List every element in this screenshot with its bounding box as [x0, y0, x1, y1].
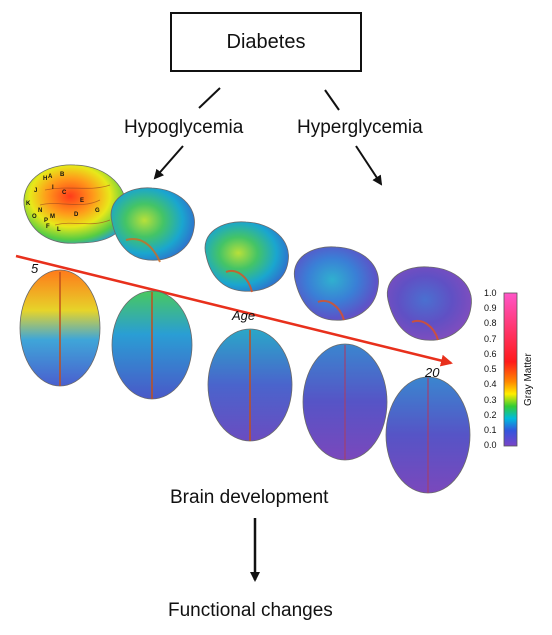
lateral-brain-age-20: [386, 266, 472, 341]
lateral-brain-2: [110, 187, 195, 263]
brain-region-letters: A B H I C J K N E M D G O P F L: [26, 172, 100, 233]
region-letter-i: I: [52, 185, 54, 191]
region-letter-e: E: [80, 198, 84, 204]
age-end-label: 20: [425, 365, 440, 380]
gray-matter-colorbar: [503, 292, 518, 447]
colorbar-tick: 0.1: [484, 425, 497, 435]
age-arrow: [15, 254, 453, 367]
colorbar-tick: 0.0: [484, 440, 497, 450]
brain-development-label: Brain development: [170, 487, 329, 508]
top-brain-age-20: [385, 376, 471, 494]
age-axis-label: Age: [232, 308, 256, 323]
colorbar-tick: 0.8: [484, 318, 497, 328]
lateral-brain-age-5: [23, 164, 127, 244]
colorbar-tick: 0.5: [484, 364, 497, 374]
region-letter-f: F: [46, 224, 50, 230]
region-letter-k: K: [26, 201, 31, 207]
top-brain-2: [111, 290, 193, 400]
colorbar-tick: 0.9: [484, 303, 497, 313]
diabetes-hypo-connector: [198, 87, 221, 109]
colorbar-tick: 1.0: [484, 288, 497, 298]
region-letter-h: H: [43, 176, 47, 182]
region-letter-n: N: [38, 208, 42, 214]
colorbar-tick: 0.2: [484, 410, 497, 420]
region-letter-g: G: [95, 208, 100, 214]
region-letter-l: L: [57, 227, 61, 233]
region-letter-c: C: [62, 190, 67, 196]
region-letter-d: D: [74, 212, 79, 218]
lateral-brain-3: [204, 221, 289, 293]
colorbar-tick: 0.3: [484, 395, 497, 405]
diabetes-hyper-connector: [324, 89, 340, 111]
colorbar-tick: 0.4: [484, 379, 497, 389]
lateral-brain-4: [293, 246, 379, 321]
hypo-arrow: [153, 145, 184, 180]
region-letter-a: A: [48, 174, 53, 180]
region-letter-p: P: [44, 218, 48, 224]
region-letter-m: M: [50, 214, 55, 220]
colorbar-tick: 0.6: [484, 349, 497, 359]
hypoglycemia-label: Hypoglycemia: [124, 117, 244, 138]
hyper-arrow: [355, 145, 383, 186]
colorbar-tick: 0.7: [484, 334, 497, 344]
diabetes-label: Diabetes: [226, 30, 306, 53]
top-brain-3: [207, 328, 293, 442]
diabetes-box: Diabetes: [170, 12, 362, 72]
functional-changes-label: Functional changes: [168, 600, 333, 621]
hyperglycemia-label: Hyperglycemia: [297, 117, 423, 138]
region-letter-b: B: [60, 172, 65, 178]
colorbar-title: Gray Matter: [523, 353, 534, 406]
top-brain-age-5: [19, 269, 101, 387]
age-start-label: 5: [31, 261, 39, 276]
top-brain-4: [302, 343, 388, 461]
region-letter-j: J: [34, 188, 37, 194]
region-letter-o: O: [32, 214, 37, 220]
